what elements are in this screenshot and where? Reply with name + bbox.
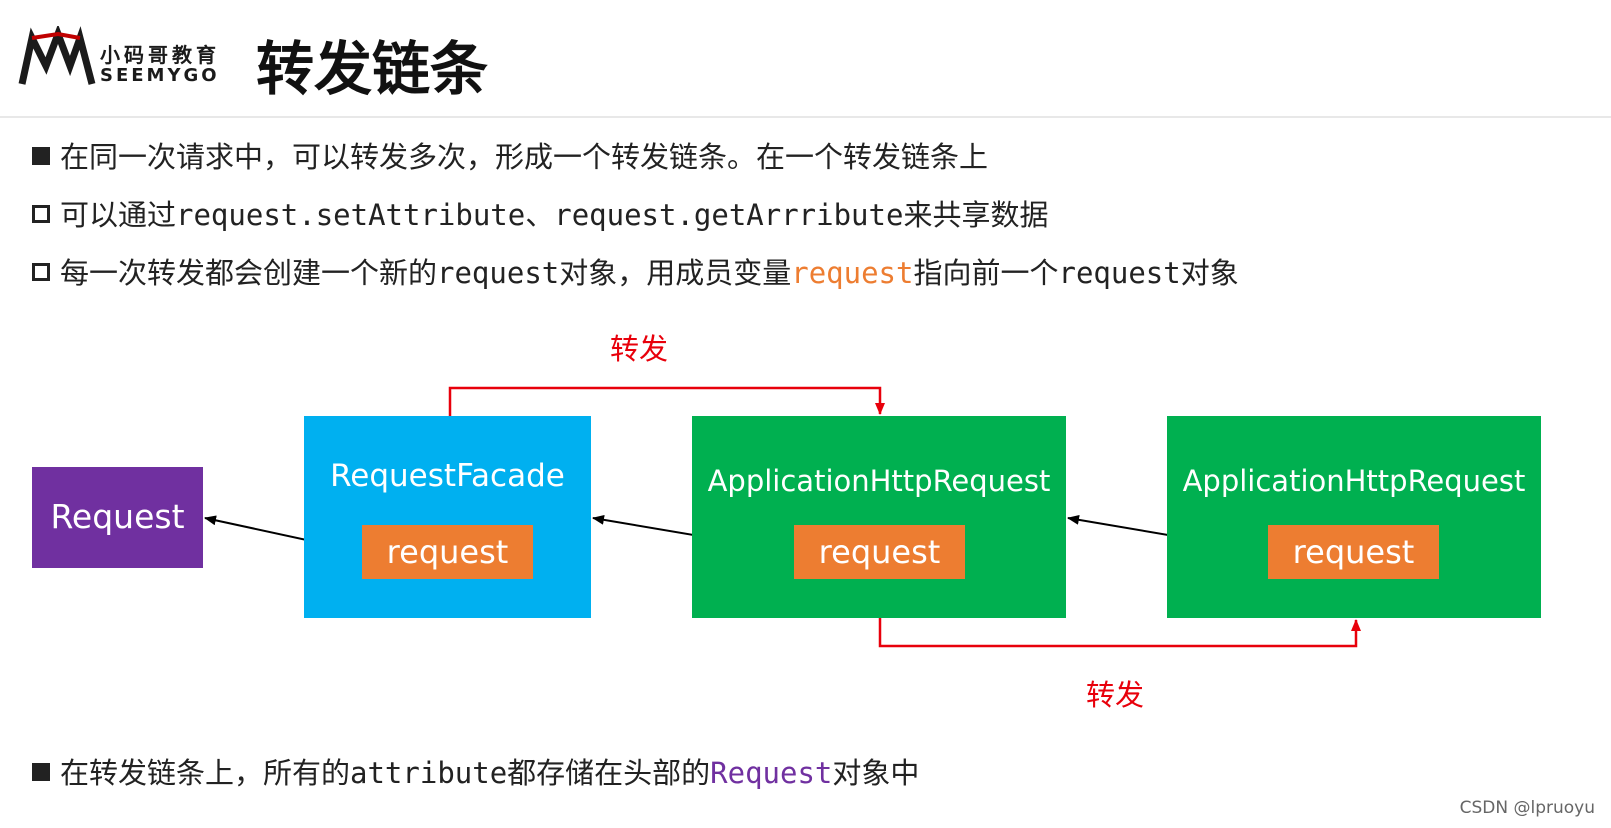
seemygo-logo: 小码哥教育 SEEMYGO xyxy=(18,24,238,98)
application-http-request-2-title: ApplicationHttpRequest xyxy=(1182,464,1526,498)
logo-cn: 小码哥教育 xyxy=(100,43,220,67)
application-http-request-node-2: ApplicationHttpRequest request xyxy=(1167,416,1541,618)
logo-en: SEEMYGO xyxy=(100,65,220,86)
bullet-4-part-1: 在转发链条上，所有的 xyxy=(60,756,351,790)
bullet-2: 可以通过request.setAttribute、request.getArrr… xyxy=(32,192,1048,234)
request-facade-node: RequestFacade request xyxy=(304,416,591,618)
bullet-4: 在转发链条上，所有的attribute都存储在头部的Request对象中 xyxy=(32,750,919,792)
m-logo-icon xyxy=(18,24,96,85)
header-divider xyxy=(0,116,1611,118)
bullet-3-part-1: 每一次转发都会创建一个新的 xyxy=(60,256,438,290)
bullet-4-part-3: 对象中 xyxy=(832,756,920,790)
page-title: 转发链条 xyxy=(256,35,489,103)
bullet-1-text: 在同一次请求中，可以转发多次，形成一个转发链条。在一个转发链条上 xyxy=(60,140,989,174)
logo-text: 小码哥教育 SEEMYGO xyxy=(100,44,220,86)
request-facade-title: RequestFacade xyxy=(330,458,565,494)
forward-arrow-bottom xyxy=(878,618,1361,648)
forward-label-top: 转发 xyxy=(610,332,669,366)
bullet-2-part-2: 、 xyxy=(525,198,555,232)
forward-arrow-top xyxy=(448,386,885,416)
application-http-request-node-1: ApplicationHttpRequest request xyxy=(692,416,1066,618)
bullet-3-part-2: 对象，用成员变量 xyxy=(559,256,792,290)
application-http-request-2-field: request xyxy=(1268,525,1439,579)
application-http-request-1-title: ApplicationHttpRequest xyxy=(707,464,1051,498)
bullet-4-part-2: 都存储在头部的 xyxy=(507,756,711,790)
bullet-3-code-2: request xyxy=(791,256,914,290)
bullet-3-code-1: request xyxy=(437,256,560,290)
request-facade-field: request xyxy=(362,525,533,579)
bullet-4-code-2: Request xyxy=(710,756,833,790)
request-node-title: Request xyxy=(50,497,185,536)
hollow-square-bullet-icon xyxy=(32,205,50,223)
application-http-request-1-field: request xyxy=(794,525,965,579)
solid-square-bullet-icon xyxy=(32,763,50,781)
credit-watermark: CSDN @lpruoyu xyxy=(1459,798,1595,818)
hollow-square-bullet-icon xyxy=(32,263,50,281)
bullet-3-part-4: 对象 xyxy=(1180,256,1239,290)
bullet-4-code-1: attribute xyxy=(350,756,508,790)
bullet-2-code-1: request.setAttribute xyxy=(176,198,526,232)
solid-square-bullet-icon xyxy=(32,147,50,165)
forward-label-bottom: 转发 xyxy=(1086,678,1145,712)
bullet-2-part-3: 来共享数据 xyxy=(903,198,1049,232)
bullet-2-code-2: request.getArrribute xyxy=(554,198,904,232)
bullet-2-part-1: 可以通过 xyxy=(60,198,177,232)
bullet-3: 每一次转发都会创建一个新的request对象，用成员变量request指向前一个… xyxy=(32,250,1239,292)
request-node: Request xyxy=(32,467,203,568)
bullet-3-code-3: request xyxy=(1058,256,1181,290)
bullet-1: 在同一次请求中，可以转发多次，形成一个转发链条。在一个转发链条上 xyxy=(32,134,988,176)
bullet-3-part-3: 指向前一个 xyxy=(913,256,1059,290)
